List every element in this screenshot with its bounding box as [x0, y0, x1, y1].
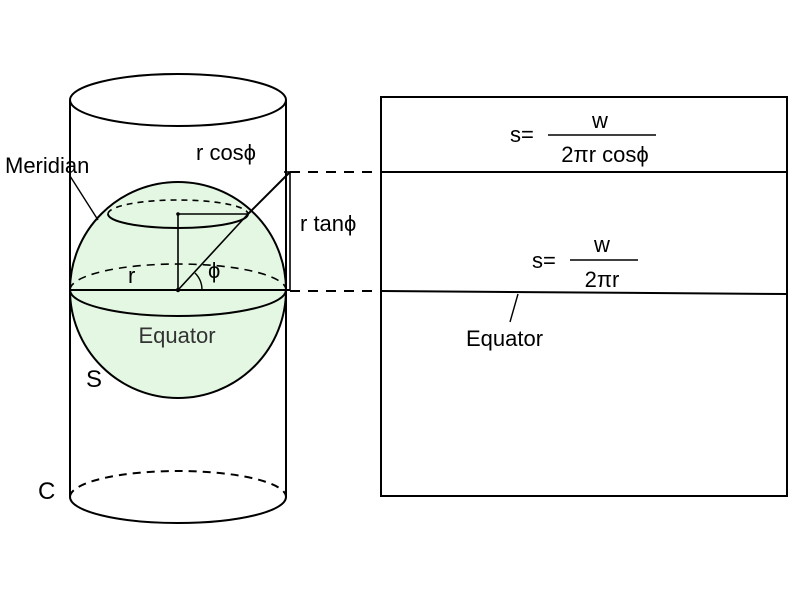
cylinder-bottom-back-rim	[69, 470, 287, 498]
angle-label: ϕ	[208, 258, 220, 283]
lower-formula: s= w 2πr	[532, 232, 638, 292]
angle-arc	[194, 272, 203, 291]
upper-formula-prefix: s=	[510, 122, 534, 147]
cylinder-top-rim	[69, 73, 287, 127]
lower-formula-denominator: 2πr	[585, 267, 620, 292]
center-point	[175, 287, 181, 293]
upper-formula: s= w 2πr cosϕ	[510, 108, 656, 167]
meridian-label: Meridian	[5, 153, 89, 178]
map-equator-line	[380, 290, 788, 295]
lower-formula-numerator: w	[593, 232, 610, 257]
upper-formula-denominator: 2πr cosϕ	[561, 142, 648, 167]
lower-formula-prefix: s=	[532, 248, 556, 273]
equator-front-arc	[69, 289, 287, 317]
cylinder-label: C	[38, 478, 55, 505]
sphere-equator-label: Equator	[138, 323, 215, 348]
parallel-radius-label: r cosϕ	[196, 140, 256, 165]
parallel-center-point	[176, 212, 180, 216]
sphere-label: S	[86, 366, 102, 393]
radius-line-to-parallel	[177, 213, 249, 291]
cylinder-bottom-front-rim	[69, 496, 287, 524]
upper-formula-numerator: w	[591, 108, 608, 133]
sphere	[69, 171, 291, 399]
map-panel	[380, 96, 788, 497]
map-frame	[380, 96, 788, 497]
radius-label: r	[128, 263, 135, 288]
tangent-height-label: r tanϕ	[300, 211, 356, 236]
parallel-back-arc	[107, 199, 249, 215]
map-equator-leader-line	[509, 293, 519, 323]
map-equator-label: Equator	[466, 326, 543, 351]
meridian-leader-line	[69, 175, 99, 221]
projection-ray	[247, 171, 291, 215]
